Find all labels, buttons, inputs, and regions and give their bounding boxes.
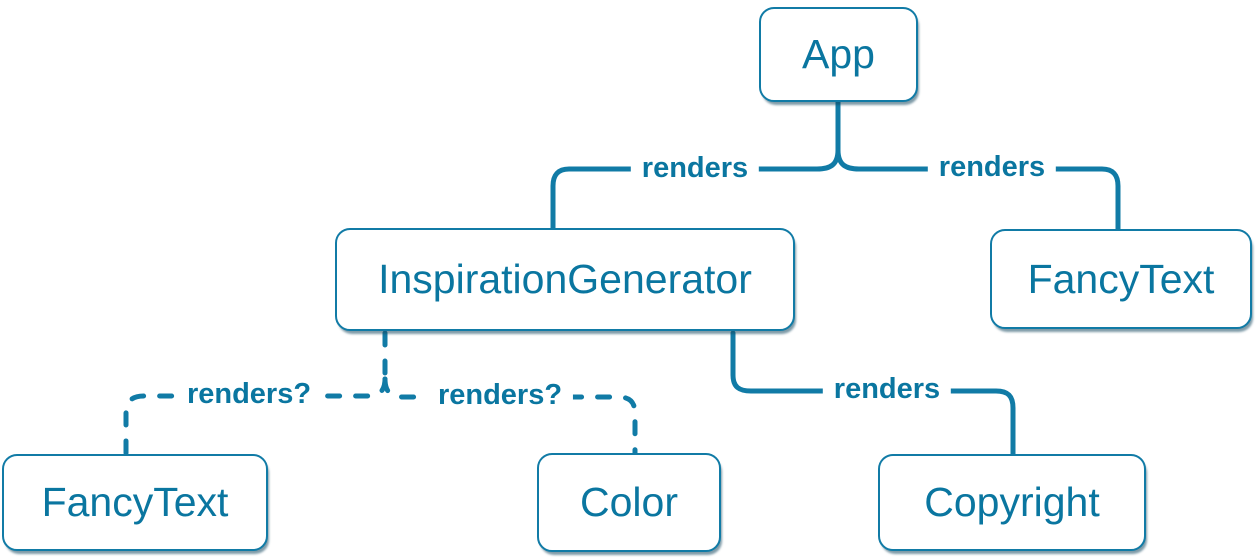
edge-label-renders-question-fancytext: renders? <box>175 377 323 413</box>
edge-inspirationgenerator-to-color-dashed <box>382 376 638 457</box>
edge-label-renders-copyright: renders <box>822 372 952 408</box>
edge-app-to-fancytext <box>835 147 1121 233</box>
node-color: Color <box>537 453 721 552</box>
node-fancy-text-bottom: FancyText <box>2 454 268 551</box>
node-app: App <box>759 7 918 102</box>
node-fancy-text-bottom-label: FancyText <box>41 479 229 525</box>
node-fancy-text-top: FancyText <box>990 229 1252 329</box>
edge-label-renders-question-color: renders? <box>426 378 574 414</box>
node-copyright: Copyright <box>878 454 1146 551</box>
node-color-label: Color <box>580 479 678 525</box>
node-app-label: App <box>802 31 875 77</box>
node-inspiration-generator-label: InspirationGenerator <box>378 256 752 302</box>
edge-label-renders-app-fancytext: renders <box>927 150 1057 186</box>
edge-app-to-inspirationgenerator <box>550 147 841 232</box>
edge-inspirationgenerator-to-fancytext-dashed <box>123 376 388 458</box>
node-inspiration-generator: InspirationGenerator <box>335 228 795 331</box>
node-copyright-label: Copyright <box>924 479 1100 525</box>
node-fancy-text-top-label: FancyText <box>1027 255 1215 302</box>
edge-label-renders-app-inspirationgenerator: renders <box>630 151 760 187</box>
